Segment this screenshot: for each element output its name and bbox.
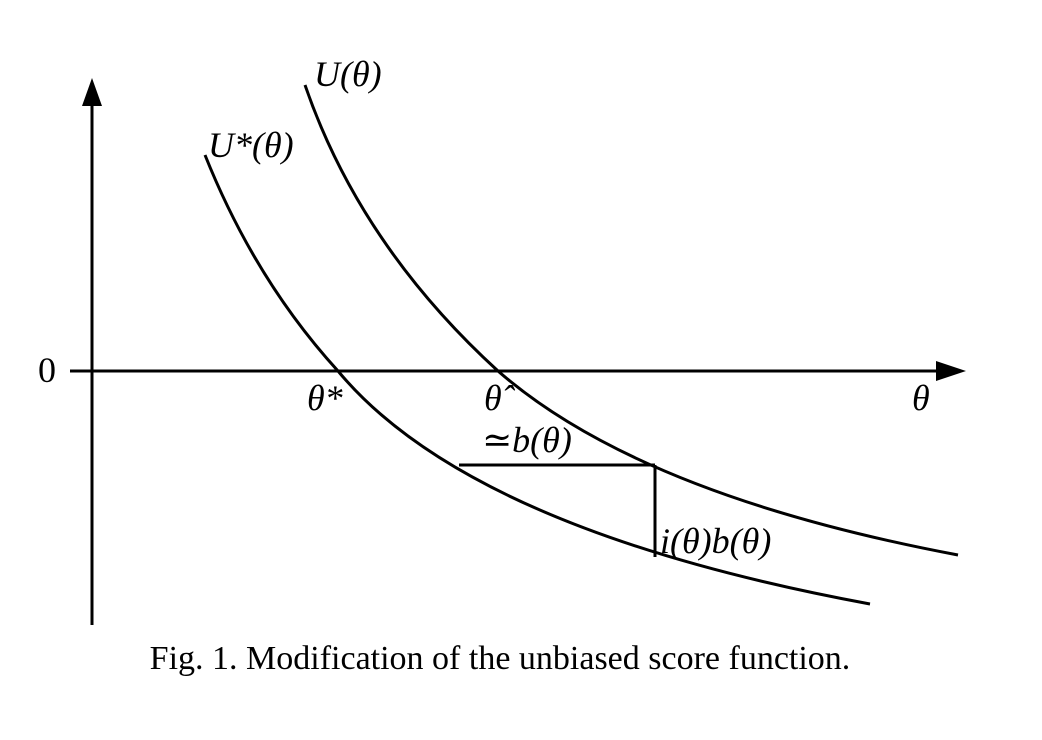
label-horizontal-gap: ≃b(θ) — [482, 420, 572, 460]
label-theta-star: θ* — [307, 378, 343, 418]
x-axis-arrowhead — [936, 361, 966, 381]
figure-caption: Fig. 1. Modification of the unbiased sco… — [149, 640, 851, 677]
label-vertical-gap: i(θ)b(θ) — [660, 521, 771, 561]
curve-u-theta — [303, 84, 959, 557]
label-theta-hat: θ̂ — [484, 378, 516, 418]
y-axis-arrowhead — [82, 78, 102, 106]
label-u-theta: U(θ) — [314, 54, 382, 94]
label-u-star-theta: U*(θ) — [208, 125, 294, 165]
label-origin: 0 — [38, 350, 56, 390]
curve-u-star-theta — [203, 154, 871, 606]
label-theta-axis: θ — [912, 378, 930, 418]
